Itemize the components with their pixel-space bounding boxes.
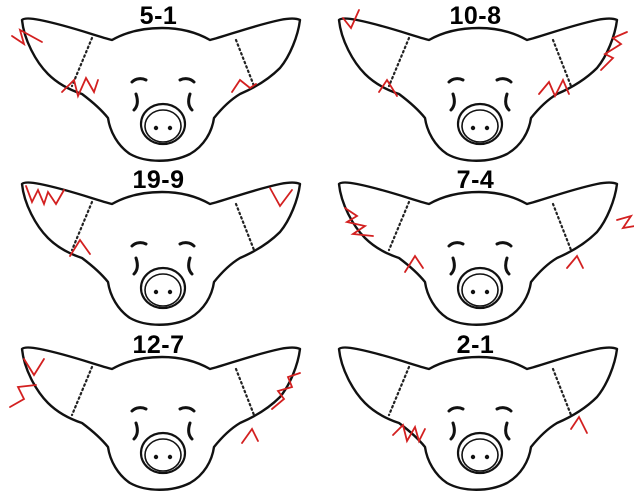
ear-notches (11, 28, 257, 99)
notch-mark (344, 207, 374, 237)
litter-notch-label: 12-7 (132, 331, 185, 359)
ear-notches (9, 358, 301, 444)
ear-notches (392, 415, 588, 444)
pig-head-icon (9, 346, 302, 492)
notch-mark (11, 28, 43, 47)
litter-notch-label: 2-1 (456, 331, 495, 359)
pig-diagram-10-8: 10-8 (317, 0, 634, 165)
notch-mark (392, 423, 426, 444)
pig-diagram-12-7: 12-7 (0, 329, 317, 494)
pig-head-icon (11, 17, 302, 163)
ear-notches (344, 207, 634, 273)
pig-diagram-19-9: 19-9 (0, 164, 317, 329)
pig-head-icon (337, 9, 628, 163)
litter-notch-label: 10-8 (449, 2, 502, 30)
notch-mark (25, 185, 65, 207)
notch-mark (342, 9, 360, 30)
notch-mark (231, 78, 257, 93)
notch-mark (570, 415, 588, 434)
pig-head-icon (337, 181, 634, 327)
litter-notch-label: 5-1 (139, 2, 178, 30)
notch-mark (616, 214, 634, 230)
ear-notches (342, 9, 628, 99)
notch-mark (61, 76, 99, 99)
pig-head-icon (337, 346, 619, 492)
notch-mark (9, 384, 37, 408)
notch-mark (378, 78, 398, 97)
notch-mark (404, 254, 424, 273)
notch-mark (69, 238, 91, 257)
litter-notch-label: 19-9 (132, 166, 185, 194)
notch-mark (538, 77, 570, 99)
pig-head-icon (20, 181, 302, 327)
pig-diagram-7-4: 7-4 (317, 164, 634, 329)
pig-diagram-2-1: 2-1 (317, 329, 634, 494)
notch-mark (23, 358, 45, 377)
notch-mark (269, 187, 293, 208)
pig-diagram-5-1: 5-1 (0, 0, 317, 165)
ear-notches (25, 185, 293, 257)
notch-mark (566, 254, 584, 269)
notch-mark (600, 31, 628, 71)
notch-mark (271, 372, 301, 410)
litter-notch-label: 7-4 (456, 166, 495, 194)
notch-mark (241, 427, 259, 444)
